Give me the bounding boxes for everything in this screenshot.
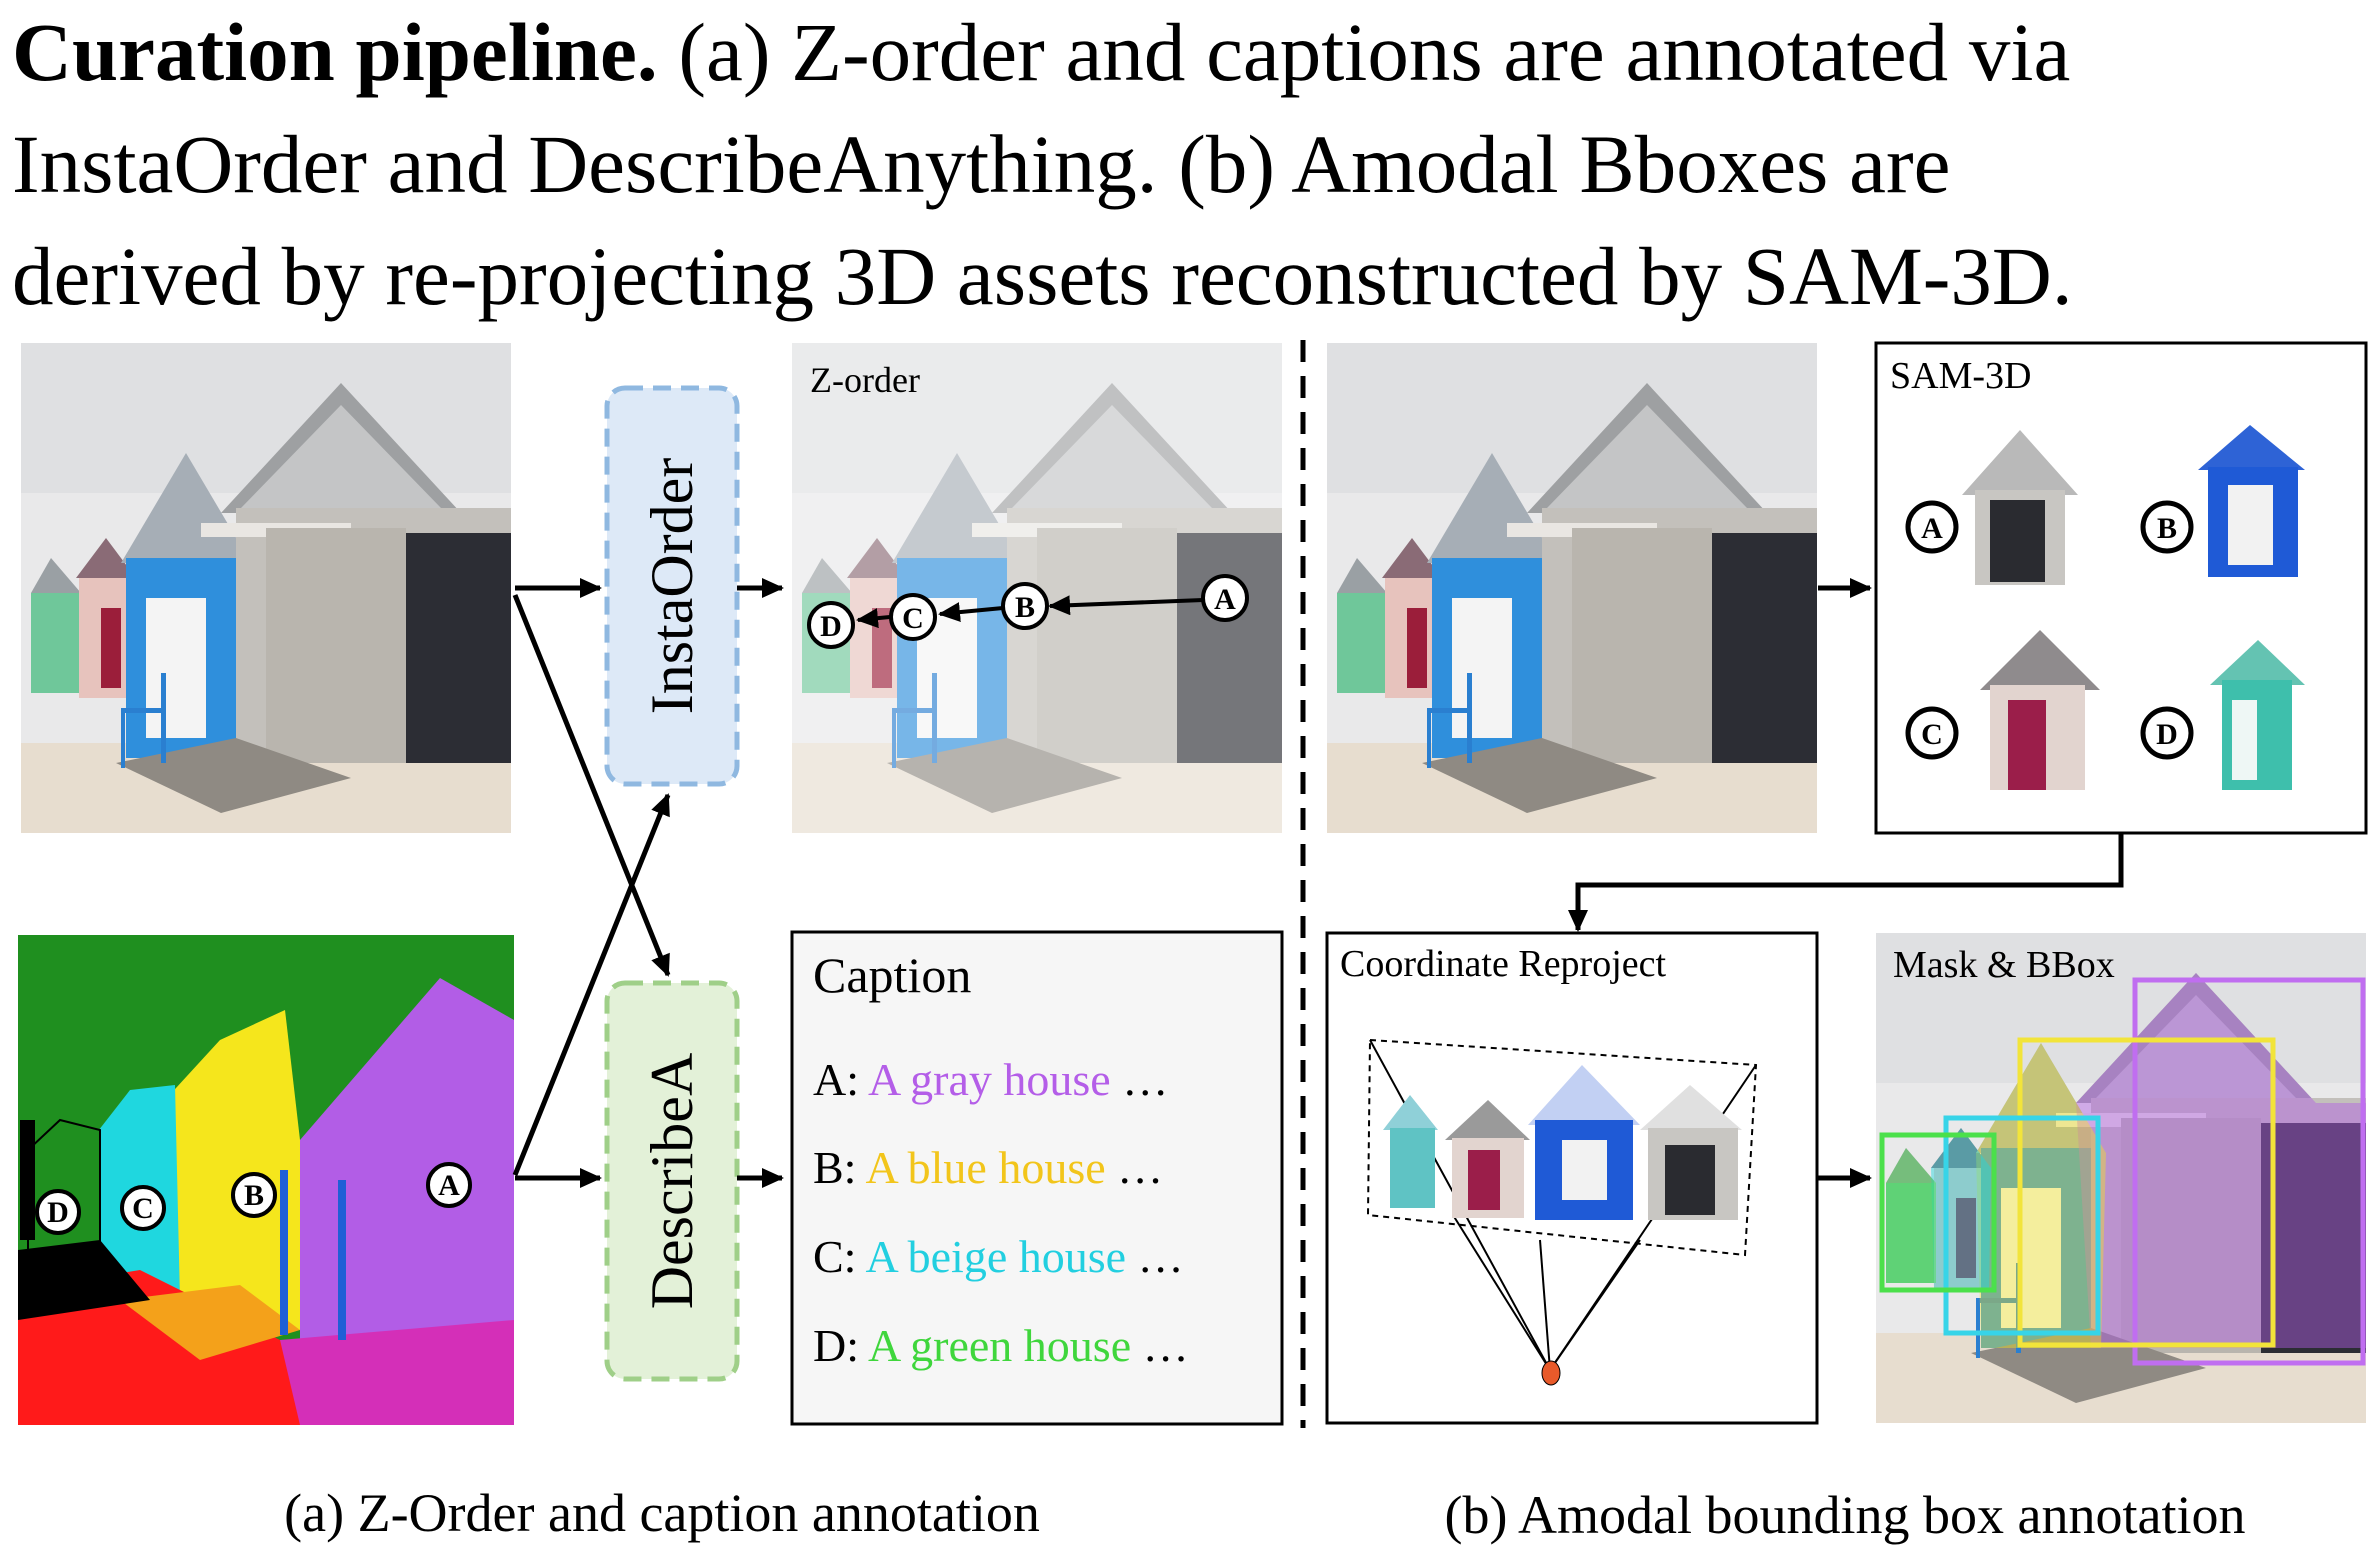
marker-b-sam3d-label: B <box>2157 512 2177 545</box>
panel-a-subtitle: (a) Z-Order and caption annotation <box>284 1483 1040 1543</box>
zorder-arrows <box>856 595 1204 629</box>
marker-d-sam3d-label: D <box>2156 718 2178 751</box>
describe-box <box>604 980 740 1382</box>
caption-item-b: B: A blue house … <box>813 1142 1163 1193</box>
marker-d-zorder <box>807 601 855 649</box>
zorder-label: Z-order <box>810 360 920 400</box>
asset-gray-hut <box>1962 430 2078 585</box>
projected-assets <box>1383 1065 1742 1220</box>
caption-item-c: C: A beige house … <box>813 1231 1184 1282</box>
marker-c-seg-label: C <box>132 1192 154 1225</box>
marker-a-sam3d-label: A <box>1921 512 1943 545</box>
sam3d-box <box>1874 341 2368 835</box>
marker-a-seg-label: A <box>438 1169 460 1202</box>
caption-line-3: derived by re-projecting 3D assets recon… <box>12 230 2073 322</box>
input-photo <box>21 343 511 833</box>
caption-bold-lead: Curation pipeline. <box>12 6 658 98</box>
marker-d-seg-label: D <box>47 1196 69 1229</box>
instaorder-label: InstaOrder <box>639 458 705 715</box>
caption-item-a: A: A gray house … <box>813 1054 1168 1105</box>
marker-c-zorder <box>889 593 937 641</box>
arrow-to-reproject <box>1568 833 2124 932</box>
marker-a-zorder <box>1201 574 1249 622</box>
marker-c-seg <box>120 1185 166 1231</box>
caption-line-2: InstaOrder and DescribeAnything. (b) Amo… <box>12 118 1951 210</box>
panel-b-subtitle: (b) Amodal bounding box annotation <box>1445 1485 2246 1545</box>
describe-label: DescribeA <box>639 1053 705 1310</box>
marker-a-sam3d <box>1905 500 1959 554</box>
asset-green-hut <box>2210 640 2305 790</box>
marker-d-zorder-label: D <box>820 610 842 643</box>
flow-arrows-a <box>512 578 784 1188</box>
maskbbox-photo <box>1876 933 2366 1423</box>
amodal-bboxes <box>1879 977 2366 1366</box>
sam3d-label: SAM-3D <box>1890 355 2031 397</box>
reproject-label: Coordinate Reproject <box>1340 943 1667 985</box>
marker-b-zorder-label: B <box>1015 591 1035 624</box>
marker-d-seg <box>35 1189 81 1235</box>
caption-box-title: Caption <box>813 947 971 1003</box>
caption-item-d: D: A green house … <box>813 1320 1189 1371</box>
caption-box <box>790 930 1284 1426</box>
caption-list: A: A gray house … B: A blue house … C: A… <box>813 1054 1189 1371</box>
figure-caption: Curation pipeline. (a) Z-order and capti… <box>12 0 2372 332</box>
asset-beige-hut <box>1980 630 2100 790</box>
asset-blue-hut <box>2198 425 2305 577</box>
marker-b-sam3d <box>2140 500 2194 554</box>
marker-c-sam3d <box>1905 706 1959 760</box>
marker-b-seg <box>231 1172 277 1218</box>
marker-b-zorder <box>1001 582 1049 630</box>
marker-a-seg <box>426 1162 472 1208</box>
marker-c-zorder-label: C <box>902 602 924 635</box>
input-photo-b <box>1327 343 1817 833</box>
marker-d-sam3d <box>2140 706 2194 760</box>
instaorder-box <box>604 385 740 787</box>
marker-c-sam3d-label: C <box>1921 718 1943 751</box>
maskbbox-label: Mask & BBox <box>1893 944 2115 986</box>
marker-b-seg-label: B <box>244 1179 264 1212</box>
marker-a-zorder-label: A <box>1214 583 1236 616</box>
caption-line-1: (a) Z-order and captions are annotated v… <box>678 6 2071 98</box>
